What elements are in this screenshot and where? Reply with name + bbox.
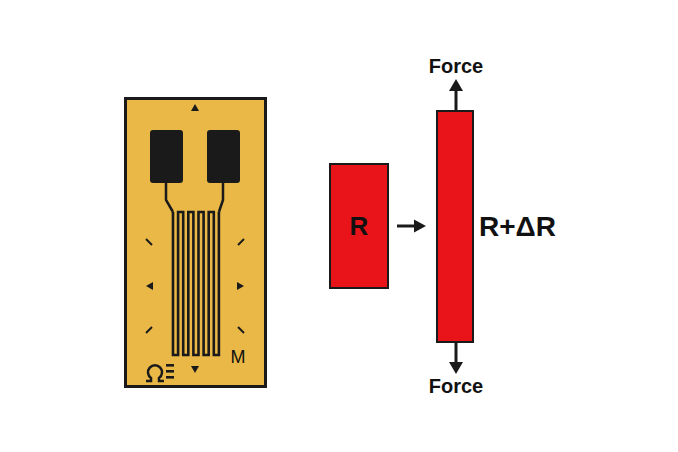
transition-arrow <box>397 220 426 233</box>
force-arrow <box>455 343 458 363</box>
gauge-mark-letter: M <box>231 347 246 368</box>
force-label: Force <box>429 55 483 78</box>
force-arrow <box>449 79 463 91</box>
omega-logo <box>166 364 174 367</box>
omega-logo <box>166 370 174 373</box>
alignment-mark <box>146 282 153 290</box>
alignment-tick <box>238 239 244 245</box>
alignment-tick <box>146 239 152 245</box>
stretched-resistor-box: R+ΔR <box>436 110 474 343</box>
solder-tab <box>207 130 240 183</box>
omega-logo <box>146 365 164 381</box>
force-label: Force <box>429 375 483 398</box>
gauge-backing <box>126 99 266 387</box>
alignment-tick <box>238 327 244 333</box>
alignment-mark <box>191 366 199 373</box>
alignment-mark <box>237 282 244 290</box>
force-arrow <box>449 362 463 374</box>
alignment-mark <box>191 104 199 111</box>
gauge-grid <box>173 212 219 355</box>
force-arrow <box>455 90 458 110</box>
alignment-tick <box>146 327 152 333</box>
solder-tab <box>150 130 183 183</box>
resistor-box: R <box>329 163 389 289</box>
resistance-label: R+ΔR <box>479 211 556 243</box>
omega-logo <box>166 376 174 379</box>
gauge-lead <box>166 183 223 212</box>
resistance-label: R <box>350 211 369 242</box>
